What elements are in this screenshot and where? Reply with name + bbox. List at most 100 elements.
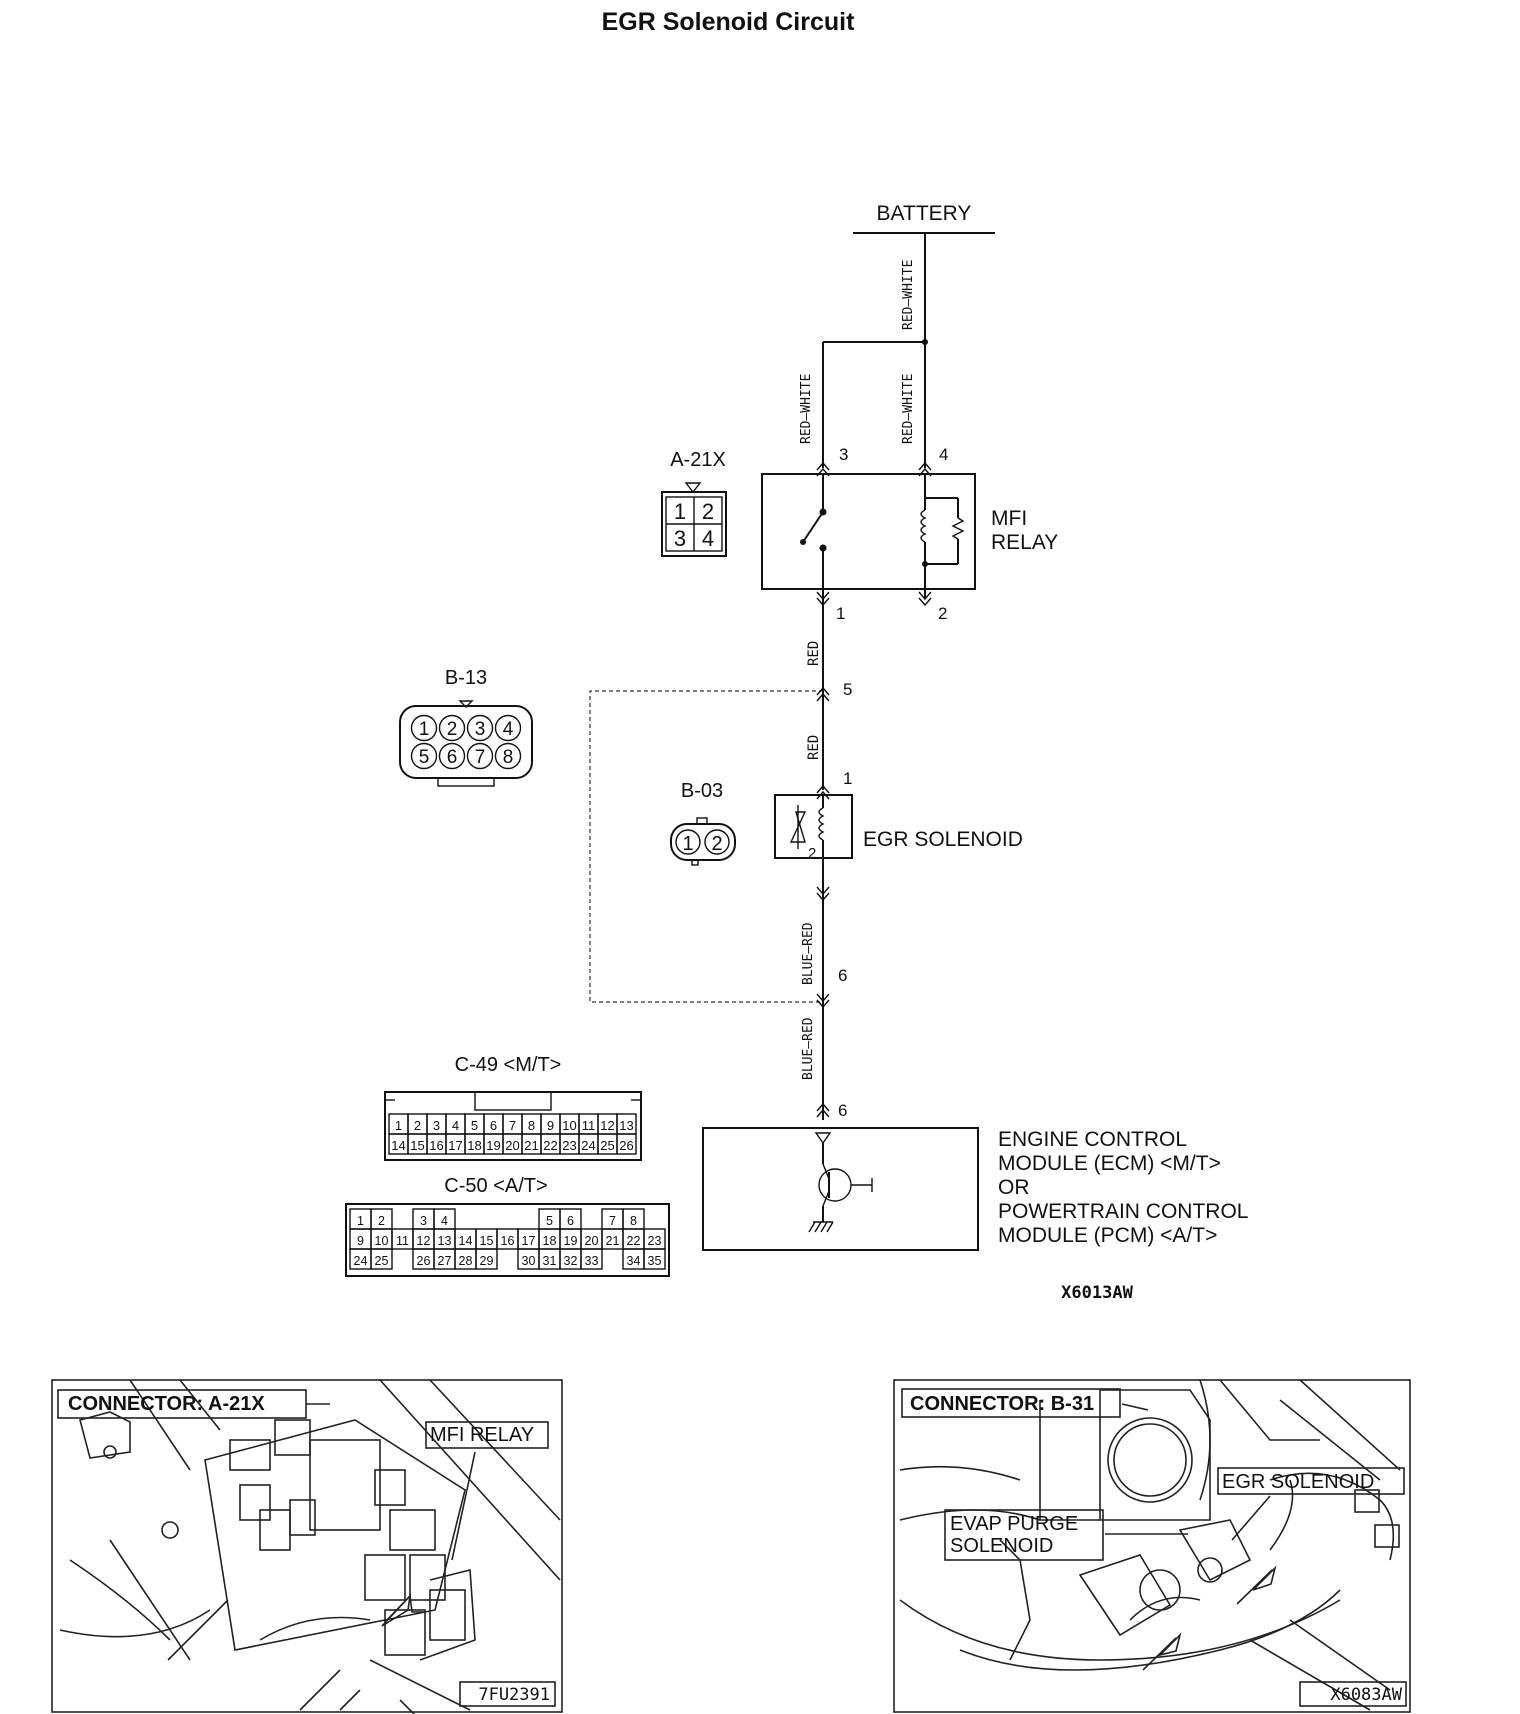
diagram-title: EGR Solenoid Circuit [602,8,855,36]
b13-pin-number: 3 [475,719,486,740]
c49-pin-number: 9 [547,1118,554,1133]
c49-pin-number: 3 [433,1118,440,1133]
wire-label-red-upper: RED [806,641,822,666]
c50-pin-number: 5 [546,1214,553,1228]
c49-pin-number: 5 [471,1118,478,1133]
c50-pin-cell [580,1248,603,1270]
c50-pin-number: 3 [420,1214,427,1228]
battery-label: BATTERY [877,202,972,225]
wire-label-relay-pin3: RED–WHITE [799,374,814,444]
c49-pin-number: 21 [524,1138,538,1153]
b13-pin-shell [466,742,494,770]
c49-pin-number: 19 [486,1138,500,1153]
photo-left-callout: MFI RELAY [430,1424,534,1446]
photo-right-code: X6083AW [1330,1685,1402,1705]
c50-pin-number: 2 [378,1214,385,1228]
wire-label-blue-red-lower: BLUE–RED [801,1017,816,1080]
b13-pin-shell [438,742,466,770]
c50-pin-number: 32 [564,1254,578,1268]
b13-pin-number: 8 [503,747,514,768]
c49-pin-number: 12 [600,1118,614,1133]
wire-label-relay-pin4: RED–WHITE [901,374,916,444]
wiring [822,233,928,1120]
pin-b13-6: 6 [838,966,847,985]
c50-pin-number: 25 [375,1254,389,1268]
b13-pin-shell [494,714,522,742]
a21x-pin-2: 2 [702,499,714,524]
b13-pin-number: 5 [419,747,430,768]
c49-pin-number: 6 [490,1118,497,1133]
pin-numbers: 3 4 1 2 5 1 6 6 [836,445,948,1120]
b03-pin-1: 1 [682,833,693,855]
c50-pin-number: 27 [438,1254,452,1268]
photo-right-callout-evap-2: SOLENOID [950,1535,1053,1557]
b13-pin-number: 4 [503,719,514,740]
c49-pin-number: 11 [582,1118,596,1133]
mfi-relay-label-2: RELAY [991,531,1058,554]
c50-pin-number: 16 [501,1234,515,1248]
c50-pin-number: 26 [417,1254,431,1268]
c49-pin-number: 24 [581,1138,595,1153]
c49-pin-number: 4 [452,1118,459,1133]
connector-c50-label: C-50 <A/T> [444,1175,547,1197]
battery: BATTERY [853,202,995,234]
b13-pin-shell [438,714,466,742]
photo-left-code: 7FU2391 [478,1685,550,1705]
c50-pin-number: 17 [522,1234,536,1248]
pin-relay-3: 3 [839,445,848,464]
pin-b13-5: 5 [843,680,852,699]
c50-pin-number: 29 [480,1254,494,1268]
c50-pin-cell [475,1248,498,1270]
c50-pin-number: 34 [627,1254,641,1268]
c50-pin-number: 35 [648,1254,662,1268]
c50-pin-number: 8 [630,1214,637,1228]
connector-a21x: A-21X 1 2 3 4 [661,449,727,557]
c50-pin-number: 28 [459,1254,473,1268]
connector-b03: B-03 1 2 [670,780,736,866]
pin-relay-2: 2 [938,604,947,623]
c49-pin-cell [616,1133,637,1155]
c49-pin-number: 10 [562,1118,576,1133]
mfi-relay: MFI RELAY [761,473,1058,590]
a21x-pin-1: 1 [674,499,686,524]
c50-pin-number: 10 [375,1234,389,1248]
b13-pin-number: 6 [447,747,458,768]
c49-pin-number: 1 [395,1118,402,1133]
ecm-label-5: MODULE (PCM) <A/T> [998,1224,1217,1247]
photo-a21x-location: CONNECTOR: A-21X MFI RELAY 7FU2391 [51,1379,563,1714]
c50-pin-number: 21 [606,1234,620,1248]
c49-pin-number: 23 [562,1138,576,1153]
c50-pin-number: 12 [417,1234,431,1248]
c50-pin-number: 33 [585,1254,599,1268]
c50-pin-cell [370,1248,393,1270]
c49-pin-number: 8 [528,1118,535,1133]
c49-pin-number: 22 [543,1138,557,1153]
c50-pin-number: 19 [564,1234,578,1248]
c50-pin-number: 1 [357,1214,364,1228]
ecm-label-1: ENGINE CONTROL [998,1128,1187,1151]
c50-pin-number: 4 [441,1214,448,1228]
c50-pin-number: 31 [543,1254,557,1268]
c49-pin-number: 2 [414,1118,421,1133]
b13-pin-number: 1 [419,719,430,740]
b13-pin-shell [410,742,438,770]
photo-right-callout-egr: EGR SOLENOID [1222,1471,1374,1493]
pin-egr-1: 1 [843,769,852,788]
egr-solenoid-label: EGR SOLENOID [863,828,1023,851]
b13-pin-number: 2 [447,719,458,740]
c50-pin-number: 6 [567,1214,574,1228]
pin-egr-2: 2 [808,845,816,862]
photo-right-callout-evap-1: EVAP PURGE [950,1513,1078,1535]
connector-c49-label: C-49 <M/T> [455,1054,562,1076]
connector-a21x-label: A-21X [670,449,726,471]
ecm-label-2: MODULE (ECM) <M/T> [998,1152,1221,1175]
ecm-label-4: POWERTRAIN CONTROL [998,1200,1248,1223]
c50-pin-number: 30 [522,1254,536,1268]
connector-chevrons [816,461,932,1118]
b13-pin-shell [466,714,494,742]
c50-pin-number: 13 [438,1234,452,1248]
